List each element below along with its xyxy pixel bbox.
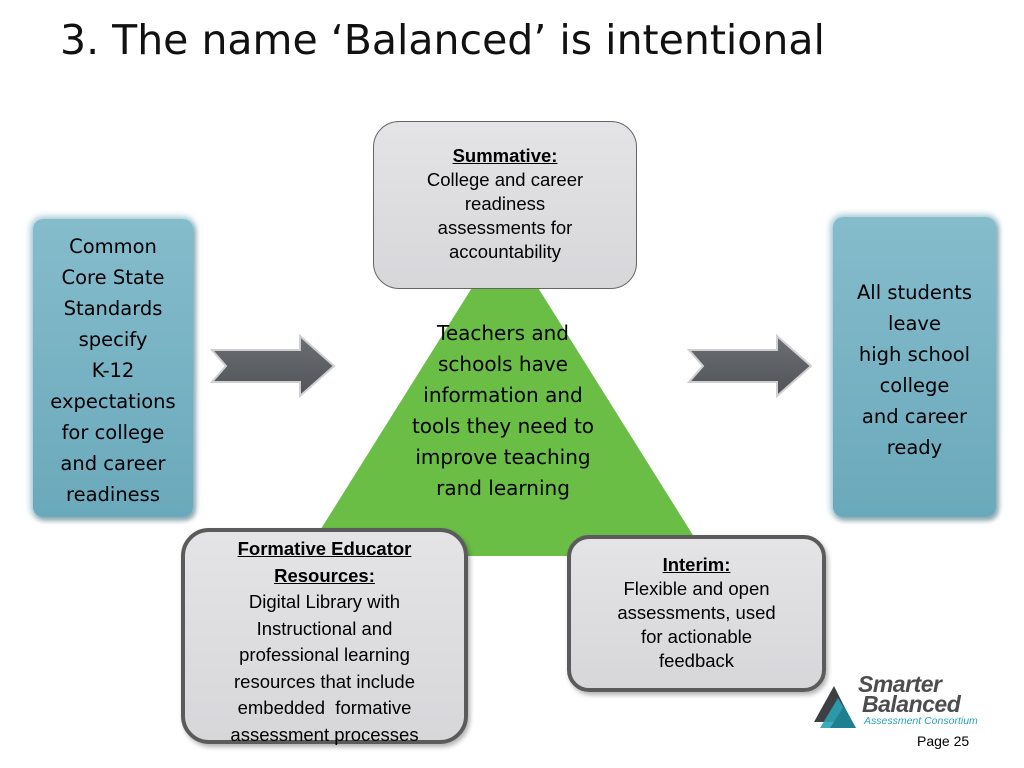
interim-line: Flexible and open	[623, 578, 770, 599]
formative-heading: Resources:	[274, 564, 375, 586]
all-students-box: All students leave high school college a…	[833, 217, 996, 517]
formative-line: embedded formative	[237, 697, 412, 718]
triangle-line: rand learning	[436, 476, 570, 500]
triangle-line: improve teaching	[415, 445, 591, 469]
summative-heading: Summative:	[452, 145, 558, 166]
summative-box: Summative: College and career readiness …	[373, 121, 637, 289]
triangle-text: Teachers and schools have information an…	[392, 318, 614, 504]
triangle-shape	[304, 235, 706, 556]
triangle-line: information and	[423, 383, 583, 407]
left-box-line: and career	[60, 452, 166, 475]
slide-title: 3. The name ‘Balanced’ is intentional	[60, 16, 825, 64]
common-core-box: Common Core State Standards specify K-12…	[33, 219, 193, 517]
triangle-line: Teachers and	[437, 321, 569, 345]
left-box-line: expectations	[50, 390, 176, 413]
formative-box: Formative Educator Resources: Digital Li…	[181, 528, 468, 745]
left-box-line: Core State	[61, 266, 165, 289]
summative-line: readiness	[464, 193, 546, 214]
right-box-line: leave	[888, 312, 941, 335]
interim-line: for actionable	[640, 626, 753, 647]
right-box-line: ready	[886, 436, 943, 459]
left-arrow-icon	[209, 333, 336, 399]
right-arrow-icon	[686, 333, 813, 399]
left-box-line: Standards	[63, 297, 163, 320]
left-box-line: Common	[69, 235, 157, 258]
logo-line-2: Balanced	[862, 691, 961, 717]
interim-line: assessments, used	[617, 602, 776, 623]
formative-line: assessment processes	[230, 723, 419, 745]
interim-line: feedback	[658, 650, 735, 671]
formative-line: professional learning	[239, 644, 410, 665]
left-box-line: readiness	[65, 483, 160, 506]
formative-line: Instructional and	[256, 617, 393, 639]
left-box-line: specify	[78, 328, 148, 351]
formative-line: Digital Library with	[248, 591, 401, 612]
interim-heading: Interim:	[662, 554, 731, 575]
right-box-line: and career	[861, 405, 968, 428]
summative-line: accountability	[448, 241, 562, 262]
formative-heading: Formative Educator	[237, 538, 412, 559]
page-number: Page 25	[917, 733, 970, 749]
left-box-line: K-12	[91, 359, 135, 382]
logo-line-3: Assessment Consortium	[864, 715, 978, 727]
triangle-line: schools have	[438, 352, 568, 376]
summative-line: College and career	[426, 169, 584, 190]
triangle-line: tools they need to	[411, 414, 595, 438]
right-box-line: college	[879, 374, 950, 397]
smarter-balanced-logo-icon	[814, 686, 856, 728]
formative-line: resources that include	[234, 670, 415, 692]
right-box-line: high school	[858, 343, 971, 366]
right-box-line: All students	[856, 281, 973, 304]
left-box-line: for college	[61, 421, 165, 444]
interim-box: Interim: Flexible and open assessments, …	[567, 535, 826, 692]
summative-line: assessments for	[437, 217, 573, 238]
logo-line-1: Smarter	[858, 671, 942, 697]
